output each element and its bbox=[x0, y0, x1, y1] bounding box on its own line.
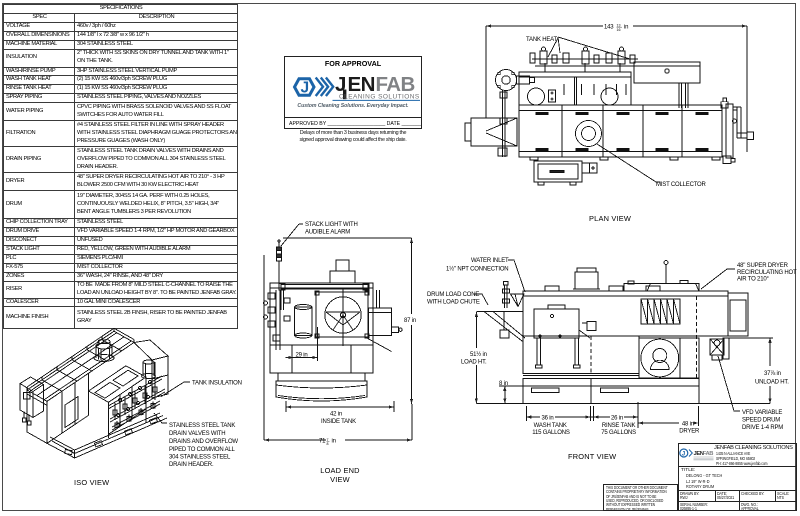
svg-text:SPEED DRUM: SPEED DRUM bbox=[742, 418, 780, 424]
svg-text:DRIVE 1-4 RPM: DRIVE 1-4 RPM bbox=[742, 425, 783, 431]
svg-text:LOAD HT.: LOAD HT. bbox=[461, 360, 487, 366]
svg-text:in: in bbox=[332, 439, 336, 445]
svg-text:304 STAINLESS STEEL: 304 STAINLESS STEEL bbox=[169, 455, 231, 461]
svg-text:UNLOAD HT.: UNLOAD HT. bbox=[755, 380, 789, 386]
svg-text:STACK LIGHT WITH: STACK LIGHT WITH bbox=[305, 222, 358, 228]
svg-text:JEN: JEN bbox=[694, 451, 704, 457]
svg-text:16: 16 bbox=[617, 28, 621, 32]
svg-text:J: J bbox=[301, 80, 310, 97]
svg-text:13: 13 bbox=[617, 24, 621, 28]
svg-text:RECIRCULATING HOT: RECIRCULATING HOT bbox=[737, 270, 797, 276]
svg-text:AIR TO 210°: AIR TO 210° bbox=[737, 277, 769, 283]
svg-text:8: 8 bbox=[327, 442, 329, 446]
svg-text:DRAINS AND OVERFLOW: DRAINS AND OVERFLOW bbox=[169, 439, 238, 445]
svg-text:51½ in: 51½ in bbox=[470, 351, 487, 358]
svg-text:37⅞ in: 37⅞ in bbox=[764, 371, 781, 377]
svg-text:WITH LOAD CHUTE: WITH LOAD CHUTE bbox=[427, 300, 480, 306]
svg-text:VFD VARIABLE: VFD VARIABLE bbox=[742, 410, 782, 416]
svg-text:TANK INSULATION: TANK INSULATION bbox=[192, 381, 242, 387]
svg-text:MIST COLLECTOR: MIST COLLECTOR bbox=[656, 182, 707, 188]
svg-text:J: J bbox=[335, 73, 346, 96]
svg-text:42 in: 42 in bbox=[330, 412, 342, 418]
svg-text:WATER INLET: WATER INLET bbox=[471, 258, 509, 264]
svg-text:CLEANING SOLUTIONS: CLEANING SOLUTIONS bbox=[339, 93, 420, 100]
svg-text:1½" NPT CONNECTION: 1½" NPT CONNECTION bbox=[446, 266, 508, 273]
svg-text:in: in bbox=[624, 24, 628, 30]
svg-text:29 in: 29 in bbox=[296, 353, 308, 359]
svg-text:48 in: 48 in bbox=[682, 422, 694, 428]
svg-text:FAB: FAB bbox=[376, 73, 415, 96]
svg-text:7: 7 bbox=[327, 438, 329, 442]
svg-text:AUDIBLE ALARM: AUDIBLE ALARM bbox=[305, 230, 350, 236]
svg-text:STAINLESS STEEL TANK: STAINLESS STEEL TANK bbox=[169, 423, 235, 429]
svg-text:FAB: FAB bbox=[703, 451, 714, 457]
svg-text:26 in: 26 in bbox=[611, 416, 623, 422]
svg-text:PIPED TO COMMON ALL: PIPED TO COMMON ALL bbox=[169, 447, 236, 453]
svg-text:DRAIN VALVES WITH: DRAIN VALVES WITH bbox=[169, 431, 225, 437]
svg-text:EN: EN bbox=[348, 73, 375, 96]
svg-text:RINSE TANK: RINSE TANK bbox=[602, 423, 636, 429]
svg-text:DRYER: DRYER bbox=[679, 428, 700, 434]
svg-text:75 GALLONS: 75 GALLONS bbox=[601, 430, 636, 436]
svg-text:INSIDE TANK: INSIDE TANK bbox=[321, 419, 356, 425]
svg-text:TANK HEAT: TANK HEAT bbox=[526, 37, 558, 43]
svg-text:J: J bbox=[682, 450, 686, 457]
svg-text:36 in: 36 in bbox=[542, 416, 554, 422]
svg-text:115 GALLONS: 115 GALLONS bbox=[532, 430, 570, 436]
svg-text:8 in: 8 in bbox=[499, 381, 508, 387]
svg-text:DRUM LOAD CONE: DRUM LOAD CONE bbox=[427, 292, 479, 298]
svg-text:71: 71 bbox=[319, 439, 326, 445]
svg-text:87 in: 87 in bbox=[404, 318, 416, 324]
svg-text:143: 143 bbox=[604, 24, 614, 30]
svg-text:48" SUPER DRYER: 48" SUPER DRYER bbox=[737, 263, 789, 269]
svg-text:DRAIN HEADER.: DRAIN HEADER. bbox=[169, 462, 214, 468]
svg-text:WASH TANK: WASH TANK bbox=[534, 423, 567, 429]
